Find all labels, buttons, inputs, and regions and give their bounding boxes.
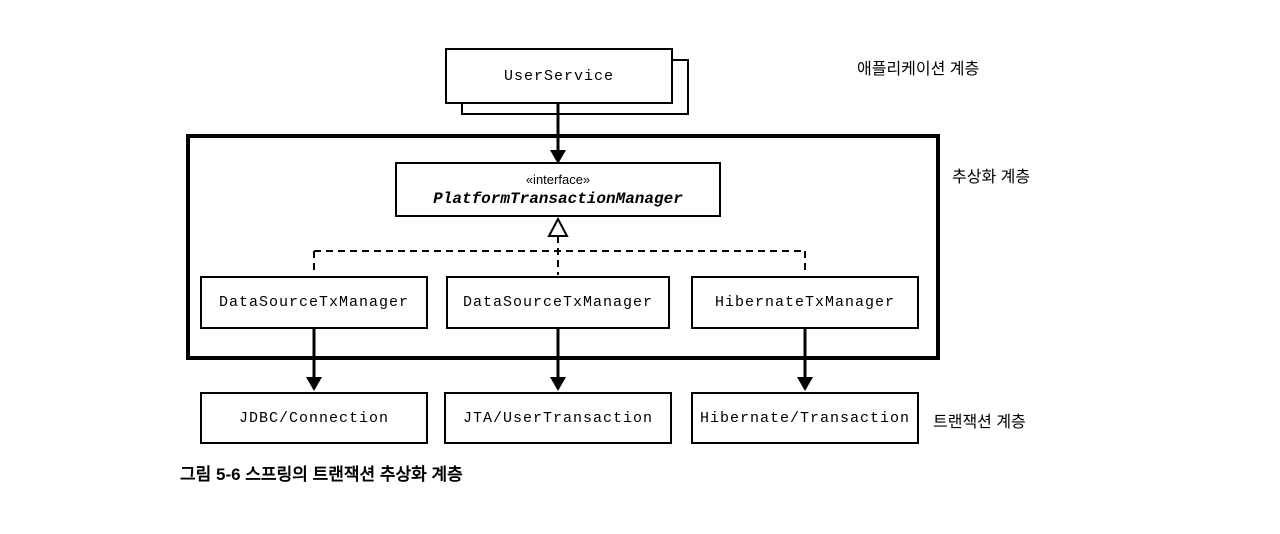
node-platform-transaction-manager: «interface» PlatformTransactionManager (395, 162, 721, 217)
node-jdbc-connection: JDBC/Connection (200, 392, 428, 444)
node-label: DataSourceTxManager (218, 294, 410, 311)
node-jta-user-transaction: JTA/UserTransaction (444, 392, 672, 444)
layer-label-transaction: 트랜잭션 계층 (933, 414, 1026, 431)
layer-label-abstraction: 추상화 계층 (952, 169, 1031, 186)
node-user-service: UserService (445, 48, 673, 104)
interface-stereotype-label: «interface» (525, 171, 591, 187)
node-label: JDBC/Connection (238, 409, 390, 427)
layer-label-application: 애플리케이션 계층 (857, 61, 980, 78)
figure-caption: 그림 5-6 스프링의 트랜잭션 추상화 계층 (180, 465, 463, 484)
node-datasource-tx-manager-2: DataSourceTxManager (446, 276, 670, 329)
node-label: JTA/UserTransaction (462, 409, 654, 427)
interface-name-label: PlatformTransactionManager (433, 189, 683, 208)
node-label: DataSourceTxManager (462, 294, 654, 311)
node-hibernate-tx-manager: HibernateTxManager (691, 276, 919, 329)
node-label: Hibernate/Transaction (699, 409, 911, 427)
node-label: HibernateTxManager (714, 294, 896, 311)
node-hibernate-transaction: Hibernate/Transaction (691, 392, 919, 444)
node-user-service-label: UserService (503, 67, 615, 85)
abstraction-layer-box (186, 134, 940, 360)
node-datasource-tx-manager-1: DataSourceTxManager (200, 276, 428, 329)
